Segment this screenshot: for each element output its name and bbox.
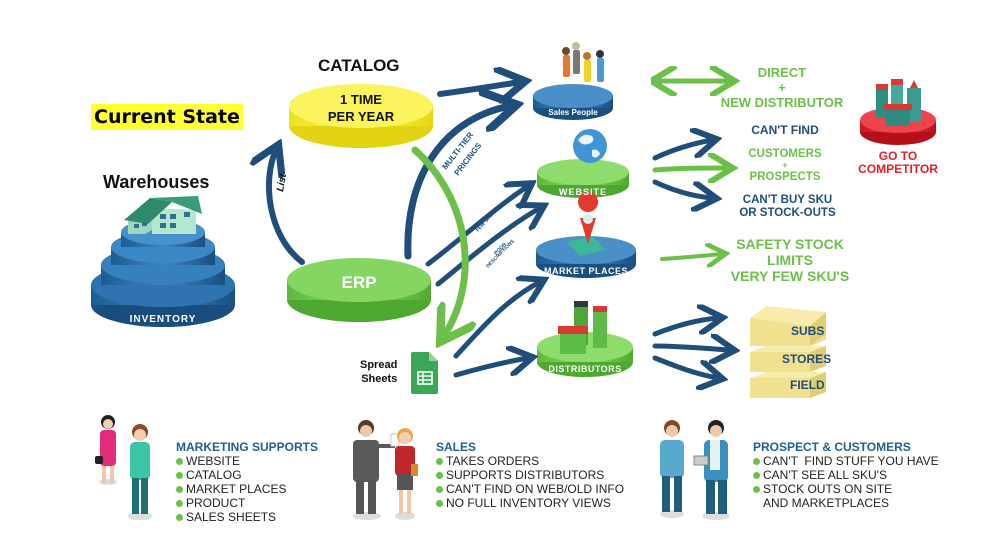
go-to-competitor-text: GO TO COMPETITOR — [848, 149, 948, 177]
spreadsheet-icon — [411, 352, 438, 394]
prospects-customers-icon — [660, 420, 730, 520]
distributors-disc-label: DISTRIBUTORS — [548, 364, 621, 374]
go-to-line1: GO TO — [878, 149, 918, 163]
arrow-catalog-to-sales — [437, 82, 520, 94]
sales-people-figures-icon — [562, 42, 604, 82]
box-label-subs: SUBS — [791, 324, 825, 338]
list-item: CATALOG — [176, 468, 318, 482]
list-item: WEBSITE — [176, 454, 318, 468]
customers-prospects-text: CUSTOMERS + PROSPECTS — [735, 148, 835, 183]
cant-buy-line2: OR STOCK-OUTS — [739, 206, 836, 219]
safety-stock-text: SAFETY STOCK LIMITS VERY FEW SKU'S — [715, 236, 865, 284]
spreadsheets-label-line2: Sheets — [361, 373, 398, 385]
prospect-customers-panel: PROSPECT & CUSTOMERS CAN'T FIND STUFF YO… — [753, 440, 939, 510]
arrow-erp-to-market-poor — [435, 208, 540, 287]
market-places-disc-label: MARKET PLACES — [544, 266, 628, 276]
list-item: CAN'T SEE ALL SKU'S — [753, 468, 939, 482]
plus-text: + — [778, 79, 786, 95]
warehouses-label: Warehouses — [103, 172, 210, 192]
cant-buy-line1: CAN'T BUY SKU — [742, 194, 833, 206]
erp-disc-label: ERP — [342, 273, 377, 292]
inventory-stack — [91, 219, 235, 327]
list-item: SALES SHEETS — [176, 510, 318, 524]
arrow-list-to-catalog — [269, 150, 305, 265]
direct-text: DIRECT — [757, 65, 807, 80]
direct-new-distributor-text: DIRECT + NEW DISTRIBUTOR — [712, 65, 852, 111]
warehouse-house-icon — [124, 196, 202, 234]
arrow-label-list: List — [275, 172, 289, 192]
prospect-customers-title: PROSPECT & CUSTOMERS — [753, 440, 911, 454]
prospect-customers-list: CAN'T FIND STUFF YOU HAVE CAN'T SEE ALL … — [753, 454, 939, 510]
list-item: TAKES ORDERS — [436, 454, 624, 468]
cant-find-text: CAN'T FIND — [751, 123, 819, 137]
arrow-dist-to-field — [652, 355, 718, 378]
catalog-disc-line2: PER YEAR — [328, 109, 395, 124]
new-distributor-text: NEW DISTRIBUTOR — [720, 94, 844, 110]
go-to-line2: COMPETITOR — [858, 162, 938, 177]
catalog-disc-line1: 1 TIME — [340, 92, 382, 107]
catalog-disc — [289, 84, 433, 148]
spreadsheets-label: Spread Sheets — [360, 358, 397, 386]
stacked-boxes — [750, 306, 826, 398]
sales-title: SALES — [436, 440, 477, 454]
marketing-people-icon — [95, 415, 152, 520]
box-label-stores: STORES — [782, 352, 832, 366]
catalog-label: CATALOG — [318, 56, 400, 75]
list-item: CAN'T FIND STUFF YOU HAVE — [753, 454, 939, 468]
arrow-market-to-safety — [660, 254, 722, 259]
inventory-disc-label: INVENTORY — [130, 314, 197, 325]
marketing-supports-list: WEBSITE CATALOG MARKET PLACES PRODUCT SA… — [176, 454, 318, 524]
map-pin-icon — [566, 192, 606, 256]
list-item: STOCK OUTS ON SITE — [753, 482, 939, 496]
list-item: MARKET PLACES — [176, 482, 318, 496]
competitor-buildings-icon — [876, 79, 921, 126]
website-disc-label: WEBSITE — [559, 187, 607, 197]
list-item-continuation: AND MARKETPLACES — [763, 496, 890, 510]
green-arrows — [411, 81, 730, 336]
website-disc — [537, 159, 629, 198]
arrow-sheet-to-distributors — [453, 358, 528, 378]
list-item: NO FULL INVENTORY VIEWS — [436, 496, 624, 510]
box-label-field: FIELD — [790, 378, 825, 392]
safety-line3: VERY FEW SKU'S — [730, 268, 850, 285]
cant-buy-text: CAN'T BUY SKU OR STOCK-OUTS — [730, 194, 845, 219]
marketing-supports-panel: MARKETING SUPPORTS WEBSITE CATALOG MARKE… — [176, 440, 318, 524]
erp-disc — [287, 258, 431, 322]
arrow-website-to-customers — [652, 168, 728, 170]
marketing-supports-title: MARKETING SUPPORTS — [176, 440, 319, 454]
plus2-text: + — [782, 159, 788, 170]
globe-icon — [573, 129, 607, 163]
arrow-dist-to-stores — [652, 346, 730, 350]
list-item: CAN'T FIND ON WEB/OLD INFO — [436, 482, 624, 496]
sales-panel: SALES TAKES ORDERS SUPPORTS DISTRIBUTORS… — [436, 440, 624, 510]
arrow-erp-to-sales-multitier — [404, 106, 510, 260]
list-item: PRODUCT — [176, 496, 318, 510]
list-item: SUPPORTS DISTRIBUTORS — [436, 468, 624, 482]
sales-people-disc — [533, 84, 613, 120]
sales-people-disc-label: Sales People — [548, 108, 598, 117]
arrow-catalog-to-sheets — [411, 146, 465, 336]
sales-people-icon — [353, 420, 418, 520]
prospects-text: PROSPECTS — [749, 170, 821, 183]
sales-list: TAKES ORDERS SUPPORTS DISTRIBUTORS CAN'T… — [436, 454, 624, 510]
spreadsheets-label-line1: Spread — [360, 359, 398, 371]
customers-text: CUSTOMERS — [748, 148, 822, 160]
safety-line2: LIMITS — [767, 252, 813, 269]
current-state-title: Current State — [91, 104, 243, 130]
distributor-buildings-icon — [558, 301, 607, 354]
arrow-dist-to-subs — [652, 318, 718, 337]
arrow-sheet-to-market — [453, 282, 540, 359]
market-places-disc — [536, 236, 636, 278]
arrow-website-to-cantfind — [652, 140, 712, 161]
arrow-erp-to-website-fewskus — [425, 186, 528, 267]
safety-line1: SAFETY STOCK — [736, 236, 844, 252]
arrow-website-to-cantbuy — [652, 179, 712, 198]
